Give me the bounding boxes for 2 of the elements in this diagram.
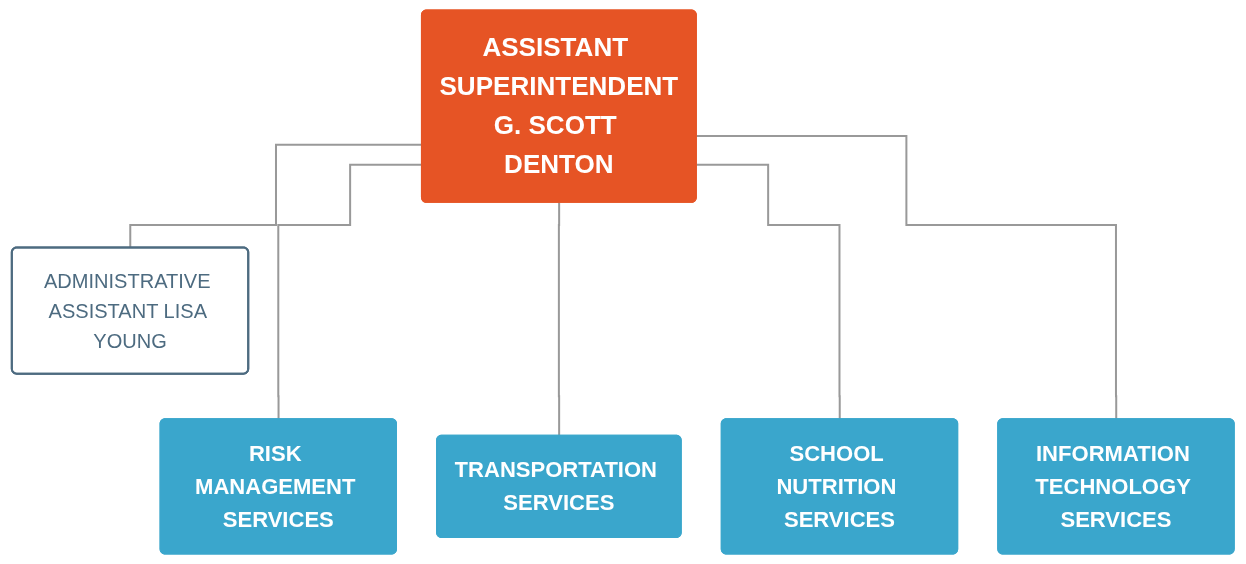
connector <box>129 143 423 249</box>
connector <box>557 201 561 437</box>
